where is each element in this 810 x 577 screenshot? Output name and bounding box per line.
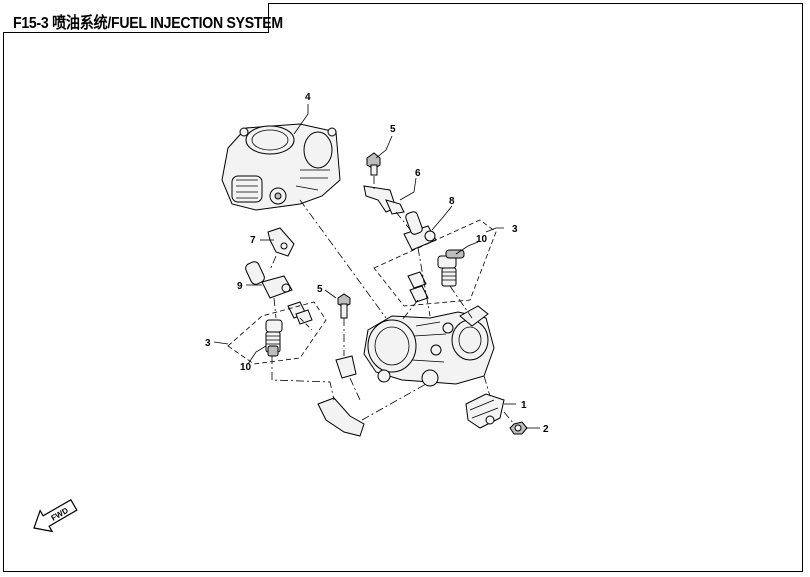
group-3-outline-left <box>227 301 327 365</box>
part-2-nut <box>509 421 528 435</box>
title-block: F15-3 喷油系统/FUEL INJECTION SYSTEM <box>3 3 283 33</box>
part-6-bracket <box>363 185 405 215</box>
callout-2: 2 <box>543 424 549 435</box>
part-5-bolt-lower <box>337 293 351 319</box>
drawing-frame <box>3 3 803 572</box>
callout-6: 6 <box>415 168 421 179</box>
callout-5-lower: 5 <box>317 284 323 295</box>
part-8-injector-holder <box>403 211 437 251</box>
page-title: F15-3 喷油系统/FUEL INJECTION SYSTEM <box>13 15 283 32</box>
part-9-injector-holder <box>245 261 293 299</box>
callout-3-right: 3 <box>512 224 518 235</box>
callout-10-left: 10 <box>240 362 252 373</box>
part-10-injector-left <box>265 319 283 357</box>
callout-5-upper: 5 <box>390 124 396 135</box>
callout-8: 8 <box>449 196 455 207</box>
intake-manifold <box>363 305 495 387</box>
leader-lines <box>213 104 540 429</box>
part-4-throttle-body <box>221 123 341 211</box>
forward-arrow-icon: FWD <box>33 498 78 533</box>
part-10-injector-right <box>437 249 465 287</box>
callout-4: 4 <box>305 92 311 103</box>
lower-bracket <box>317 355 365 437</box>
seal-pair-left <box>287 301 313 325</box>
callout-9: 9 <box>237 281 243 292</box>
group-3-outline-right <box>373 219 497 307</box>
part-1-sensor <box>465 393 505 429</box>
assembly-lines <box>269 176 515 425</box>
callout-10-right: 10 <box>476 234 488 245</box>
callout-7: 7 <box>250 235 256 246</box>
callout-3-left: 3 <box>205 338 211 349</box>
seal-pair-right <box>407 271 429 303</box>
callout-1: 1 <box>521 400 527 411</box>
part-7-clip <box>267 227 295 257</box>
